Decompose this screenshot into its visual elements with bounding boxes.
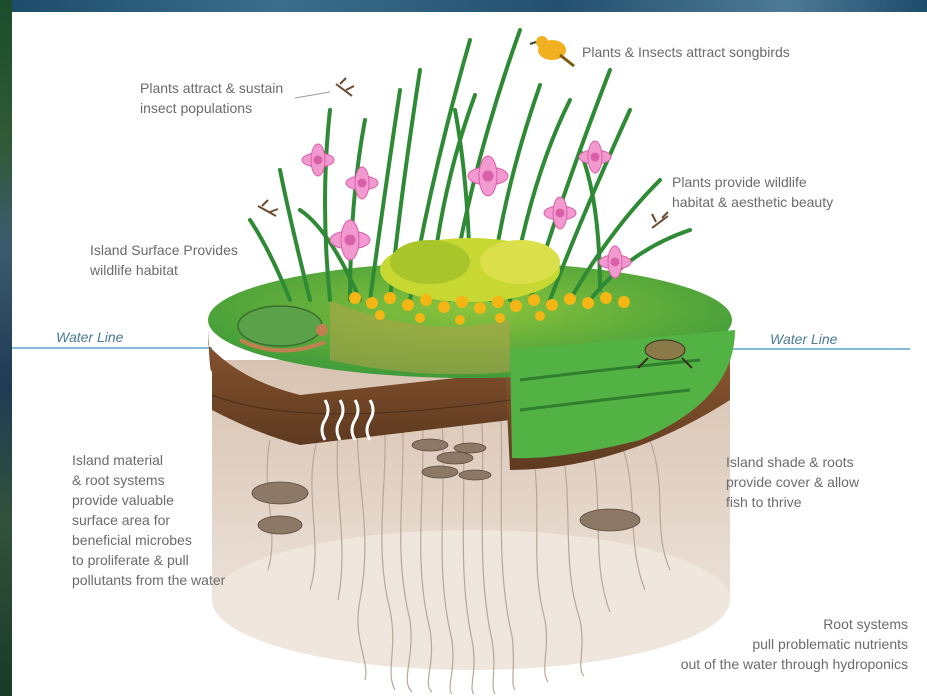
background-frame-left <box>0 0 12 696</box>
insect-cricket-left <box>258 200 278 216</box>
label-island-surface: Island Surface Provides wildlife habitat <box>90 240 238 280</box>
label-shade-roots: Island shade & roots provide cover & all… <box>726 452 859 512</box>
fish-right <box>580 509 640 531</box>
songbird <box>530 36 574 66</box>
label-water-line-left: Water Line <box>56 329 123 345</box>
label-water-line-right: Water Line <box>770 331 837 347</box>
yellow-green-bushes <box>380 238 560 302</box>
callout-leader-lines <box>295 92 330 98</box>
label-root-systems: Root systems pull problematic nutrients … <box>606 614 908 674</box>
insect-dragonfly <box>336 78 354 96</box>
background-frame-top <box>0 0 927 12</box>
label-insect-populations: Plants attract & sustain insect populati… <box>140 78 283 118</box>
label-island-material: Island material & root systems provide v… <box>72 450 225 590</box>
label-wildlife-beauty: Plants provide wildlife habitat & aesthe… <box>672 172 833 212</box>
label-songbirds: Plants & Insects attract songbirds <box>582 42 790 62</box>
insect-cricket-right <box>652 212 668 228</box>
